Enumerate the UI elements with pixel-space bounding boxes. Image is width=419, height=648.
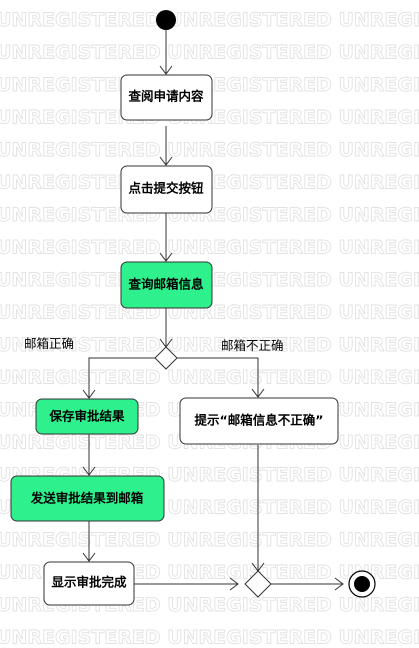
watermark-text: UNREGISTERED UNREGISTERED UNREGISTERED	[0, 627, 419, 648]
watermark-text: UNREGISTERED UNREGISTERED UNREGISTERED	[0, 204, 419, 226]
guard-email-bad: 邮箱不正确	[221, 338, 284, 353]
guard-email-ok: 邮箱正确	[24, 336, 74, 351]
watermark-text: UNREGISTERED UNREGISTERED UNREGISTERED	[0, 302, 419, 324]
action-label: 查阅申请内容	[127, 89, 204, 104]
final-node	[348, 570, 376, 598]
action-query-email[interactable]: 查询邮箱信息	[120, 261, 213, 309]
watermark-text: UNREGISTERED UNREGISTERED UNREGISTERED	[0, 237, 419, 259]
watermark-text: UNREGISTERED UNREGISTERED UNREGISTERED	[0, 42, 419, 64]
action-review-request[interactable]: 查阅申请内容	[120, 74, 213, 121]
action-label: 点击提交按钮	[128, 181, 204, 196]
flow-arrowheads	[82, 65, 344, 591]
action-send-result[interactable]: 发送审批结果到邮箱	[10, 475, 165, 522]
action-label: 保存审批结果	[48, 409, 125, 424]
action-label: 显示审批完成	[51, 575, 127, 590]
flow-lines	[88, 30, 343, 585]
merge-node	[244, 570, 272, 598]
action-save-result[interactable]: 保存审批结果	[35, 398, 139, 435]
action-show-complete[interactable]: 显示审批完成	[43, 561, 135, 606]
watermark-text: UNREGISTERED UNREGISTERED UNREGISTERED	[0, 139, 419, 161]
watermark-text: UNREGISTERED UNREGISTERED UNREGISTERED	[0, 529, 419, 551]
watermark-text: UNREGISTERED UNREGISTERED UNREGISTERED	[0, 9, 419, 31]
watermark-text: UNREGISTERED UNREGISTERED UNREGISTERED	[0, 367, 419, 389]
action-label: 查询邮箱信息	[127, 277, 204, 292]
action-prompt-error[interactable]: 提示“邮箱信息不正确”	[179, 397, 339, 445]
action-click-submit[interactable]: 点击提交按钮	[120, 165, 213, 214]
watermark-text: UNREGISTERED UNREGISTERED UNREGISTERED	[0, 334, 419, 356]
action-label: 发送审批结果到邮箱	[30, 491, 144, 506]
decision-node	[154, 346, 178, 370]
initial-node	[156, 10, 176, 30]
action-label: 提示“邮箱信息不正确”	[195, 413, 324, 428]
